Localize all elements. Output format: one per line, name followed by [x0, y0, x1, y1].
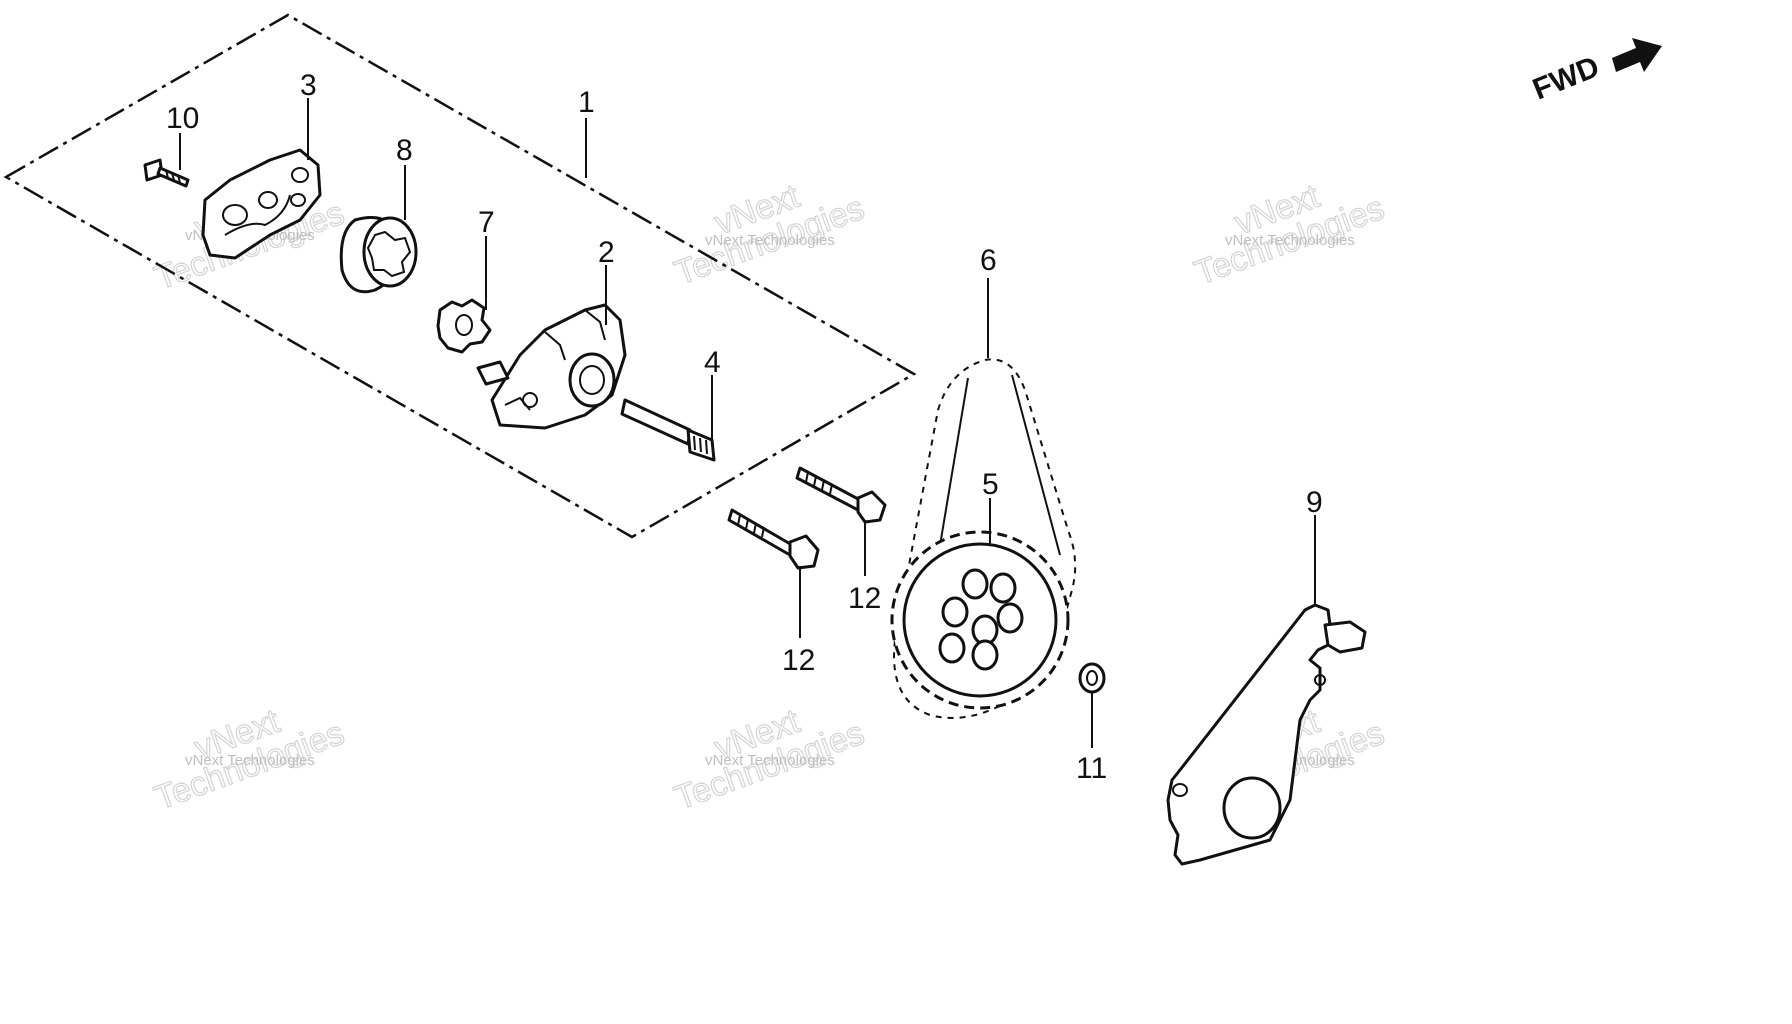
callout-11: 11	[1076, 752, 1107, 785]
callout-5: 5	[982, 468, 999, 501]
callout-12-upper: 12	[848, 582, 881, 615]
callout-2: 2	[598, 236, 615, 269]
shaft-part-4	[620, 398, 716, 462]
inner-rotor-part-7	[436, 298, 492, 354]
callout-9: 9	[1306, 486, 1323, 519]
callout-3: 3	[300, 69, 317, 102]
callout-8: 8	[396, 134, 413, 167]
watermark-5: vNext Technologies vNext Technologies	[669, 701, 870, 818]
assembly-outline	[3, 13, 917, 539]
outer-rotor-part-8	[339, 216, 418, 294]
callout-12-lower: 12	[782, 644, 815, 677]
pump-cover-part-3	[201, 148, 322, 260]
cover-part-9	[1166, 603, 1367, 866]
bolt-part-12-upper	[795, 466, 887, 524]
watermark-2: vNext Technologies vNext Technologies	[669, 176, 870, 293]
watermarks: vNext Technologies vNext Technologies vN…	[149, 176, 1390, 818]
watermark-small: vNext Technologies	[705, 232, 835, 249]
callout-7: 7	[478, 206, 495, 239]
fwd-label: FWD	[1528, 50, 1604, 106]
callouts: 1 2 3 4 5 6 7 8 9 10 11 12 12	[166, 69, 1323, 785]
callout-4: 4	[704, 346, 721, 379]
watermark-3: vNext Technologies vNext Technologies	[1189, 176, 1390, 293]
bolt-part-12-lower	[727, 508, 820, 570]
leader-lines	[179, 98, 1316, 748]
callout-10: 10	[166, 102, 199, 135]
pump-body-part-2	[476, 303, 627, 430]
bolt-part-10	[143, 158, 190, 188]
watermark-small: vNext Technologies	[185, 752, 315, 769]
watermark-small: vNext Technologies	[705, 752, 835, 769]
sprocket-part-5	[890, 530, 1070, 710]
watermark-4: vNext Technologies vNext Technologies	[149, 701, 350, 818]
forward-direction-indicator: FWD	[1528, 38, 1662, 106]
callout-6: 6	[980, 244, 997, 277]
forward-arrow-icon	[1612, 38, 1662, 72]
clip-part-11	[1078, 662, 1106, 694]
callout-1: 1	[578, 86, 595, 119]
watermark-small: vNext Technologies	[1225, 232, 1355, 249]
